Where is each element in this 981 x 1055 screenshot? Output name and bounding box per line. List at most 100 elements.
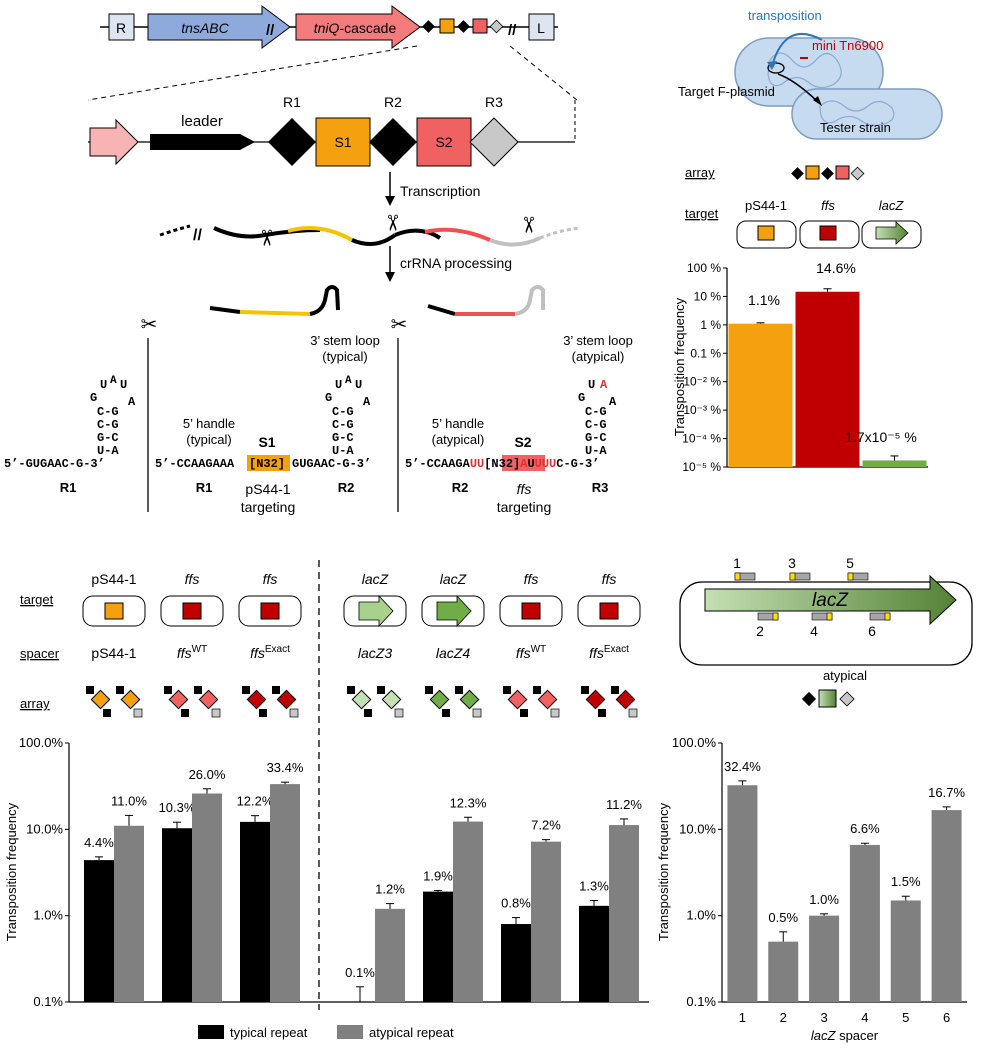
data-label: 32.4%: [724, 759, 761, 774]
bar: [727, 785, 758, 1002]
spacer-box: [276, 689, 297, 710]
spacer-box: [805, 165, 820, 180]
data-label: 11.0%: [111, 793, 147, 808]
tns-gene-arrow: [147, 5, 291, 49]
spacer-box: [198, 689, 219, 710]
spacer-box: [246, 689, 267, 710]
r-end-box: [108, 13, 135, 41]
repeat-r1: [268, 118, 316, 166]
crrna-2: [514, 285, 545, 316]
data-label: 1.0%: [809, 892, 839, 907]
spacer-box: [168, 689, 189, 710]
data-label: 33.4%: [267, 760, 304, 775]
s2-sequence: 5’-CCAAGAUU[N32]AUUUUC-G-3’: [405, 457, 599, 471]
r1-hairpin: U A U G A C-G C-G G-C U-A 5’-GUGAAC-G-3’…: [4, 375, 136, 495]
target-site: [757, 225, 775, 241]
y-tick-label: 10.0%: [679, 821, 716, 836]
site-number: 3: [788, 555, 796, 571]
bar-typical: [84, 860, 114, 1002]
loop-nt-red: A: [600, 378, 608, 392]
s2-seq-label: S2: [514, 434, 531, 450]
repeat-diamond: [533, 686, 541, 694]
stem-loop-label: 3’ stem loop: [310, 333, 380, 348]
y-tick-label: 100.0%: [19, 735, 64, 750]
y-tick-label: 10⁻⁵ %: [682, 460, 721, 474]
target-name: lacZ: [879, 198, 905, 213]
bar-typical: [162, 828, 192, 1002]
repeat-diamond: [86, 686, 94, 694]
stem-loop-label: 3’ stem loop: [563, 333, 633, 348]
target-name: ffs: [821, 198, 835, 213]
repeat-diamond-atypical: [550, 708, 560, 718]
cut-markers: ✂ ✂: [141, 314, 408, 512]
targeting-label: targeting: [241, 499, 295, 515]
spacer-name: lacZ3: [358, 645, 392, 661]
pam-mark: [789, 572, 796, 581]
stem-pair: U-A: [332, 444, 354, 458]
seq-label: R3: [592, 480, 609, 495]
chart-bottom-right: 100.0%10.0%1.0%0.1%Transposition frequen…: [656, 735, 967, 1043]
target-label: target: [685, 206, 719, 221]
x-tick-label: 3: [820, 1010, 827, 1025]
target-name: ffs: [185, 571, 200, 587]
loop-nt: G: [325, 391, 332, 405]
scissors-icon: ✂: [391, 314, 408, 336]
data-label: 26.0%: [189, 767, 226, 782]
bar-atypical: [609, 825, 639, 1002]
y-tick-label: 1.0%: [33, 908, 63, 923]
spacer-name: ffsWT: [177, 644, 207, 661]
targeting-label: pS44-1: [245, 481, 290, 497]
lacz-gene-arrow: [704, 574, 957, 626]
x-tick-label: 6: [943, 1010, 950, 1025]
loop-nt: A: [609, 395, 617, 409]
y-tick-label: 100.0%: [672, 735, 717, 750]
y-tick-label: 10⁻³ %: [683, 403, 721, 417]
operon-break-2: //: [508, 22, 517, 39]
repeat-diamond-atypical: [133, 708, 143, 718]
repeat-diamond: [194, 686, 202, 694]
zoom-line: [87, 45, 418, 101]
y-tick-label: 0.1%: [686, 994, 716, 1009]
x-tick-label: 5: [902, 1010, 909, 1025]
repeat-diamond-atypical: [839, 691, 855, 707]
stem-loop-label: (typical): [322, 349, 368, 364]
repeat-r3: [469, 117, 519, 167]
repeat-diamond: [457, 20, 470, 33]
spacer-row-label: spacer: [20, 646, 60, 661]
data-label: 0.8%: [501, 896, 531, 911]
data-label: 7.2%: [531, 818, 561, 833]
site-number: 1: [733, 555, 741, 571]
data-label: 1.7x10⁻⁵ %: [845, 429, 917, 445]
targeting-label: targeting: [497, 499, 551, 515]
tniq-label: tniQ-cascade: [314, 20, 397, 36]
data-label: 1.2%: [375, 882, 405, 897]
target-name: ffs: [602, 571, 617, 587]
repeat-diamond: [103, 709, 111, 717]
spacer-box: [818, 689, 837, 708]
r-end-label: R: [116, 20, 126, 36]
crrna-1: [309, 285, 340, 316]
r1-label: R1: [283, 94, 301, 110]
repeat-diamond: [442, 709, 450, 717]
stem-pair: G-C: [97, 431, 119, 445]
scissors-icon: ✂: [516, 216, 541, 234]
zoom-line: [509, 45, 578, 101]
repeat-diamond: [116, 686, 124, 694]
pam-mark: [884, 612, 891, 621]
l-end-box: [528, 13, 555, 41]
data-label: 1.1%: [748, 292, 780, 308]
spacer-name: ffsExact: [250, 644, 290, 661]
y-tick-label: 10⁻⁴ %: [682, 432, 721, 446]
array-detail: leader R1 S1 R2 S2 R3: [88, 94, 576, 167]
target-name: lacZ: [362, 571, 389, 587]
n32-box: [502, 455, 545, 471]
n32: [N32]: [249, 457, 285, 471]
bar-typical: [501, 924, 531, 1002]
repeat-diamond-atypical: [850, 166, 865, 181]
data-label: 1.9%: [423, 868, 453, 883]
y-tick-label: 1 %: [700, 318, 721, 332]
stem-pair: C-G: [332, 418, 354, 432]
repeat-diamond: [181, 709, 189, 717]
